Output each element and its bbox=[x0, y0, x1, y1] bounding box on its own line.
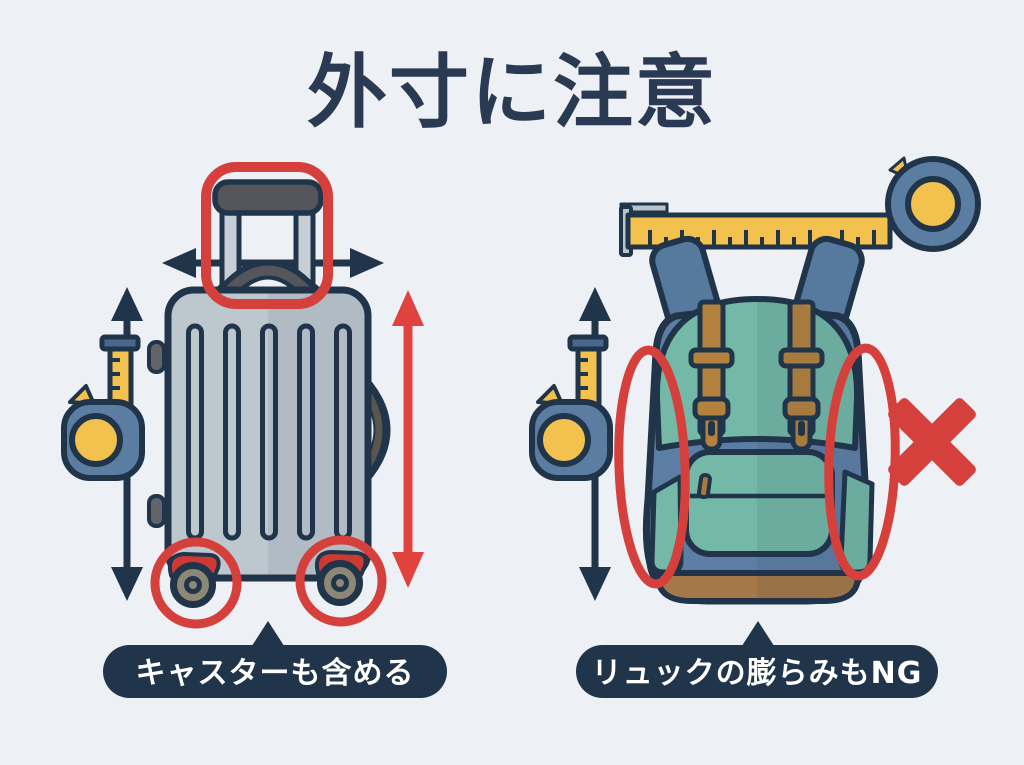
front-pocket bbox=[683, 449, 835, 557]
carry-handle-icon bbox=[216, 259, 320, 304]
suitcase-body bbox=[164, 286, 372, 582]
caption-left-bubble: キャスターも含める bbox=[103, 621, 447, 698]
handle-highlight-box bbox=[201, 162, 333, 309]
shading-overlay bbox=[757, 299, 872, 601]
side-bumper bbox=[147, 494, 166, 528]
flap-strap-left bbox=[688, 299, 735, 452]
caption-right-text: リュックの膨らみもNG bbox=[592, 656, 923, 691]
caption-left-text: キャスターも含める bbox=[136, 656, 415, 691]
side-bumper bbox=[147, 340, 166, 374]
page-title: 外寸に注意 bbox=[307, 46, 717, 139]
wheel-highlight-ring bbox=[295, 535, 387, 627]
red-x-icon bbox=[888, 398, 976, 486]
shell-ridges bbox=[186, 323, 352, 541]
wheel-highlight-ring bbox=[150, 537, 242, 629]
backpack-illustration: リュックの膨らみもNG bbox=[532, 156, 981, 698]
red-height-arrow-icon bbox=[392, 290, 424, 588]
wheel-icon bbox=[170, 554, 219, 605]
flap-strap-right bbox=[778, 299, 825, 452]
bulge-highlight-oval-left bbox=[614, 345, 690, 589]
suitcase-illustration: キャスターも含める bbox=[64, 162, 447, 698]
zipper-pull-icon bbox=[697, 473, 712, 500]
caption-right-bubble: リュックの膨らみもNG bbox=[576, 621, 938, 698]
wheel-icon bbox=[317, 552, 366, 603]
